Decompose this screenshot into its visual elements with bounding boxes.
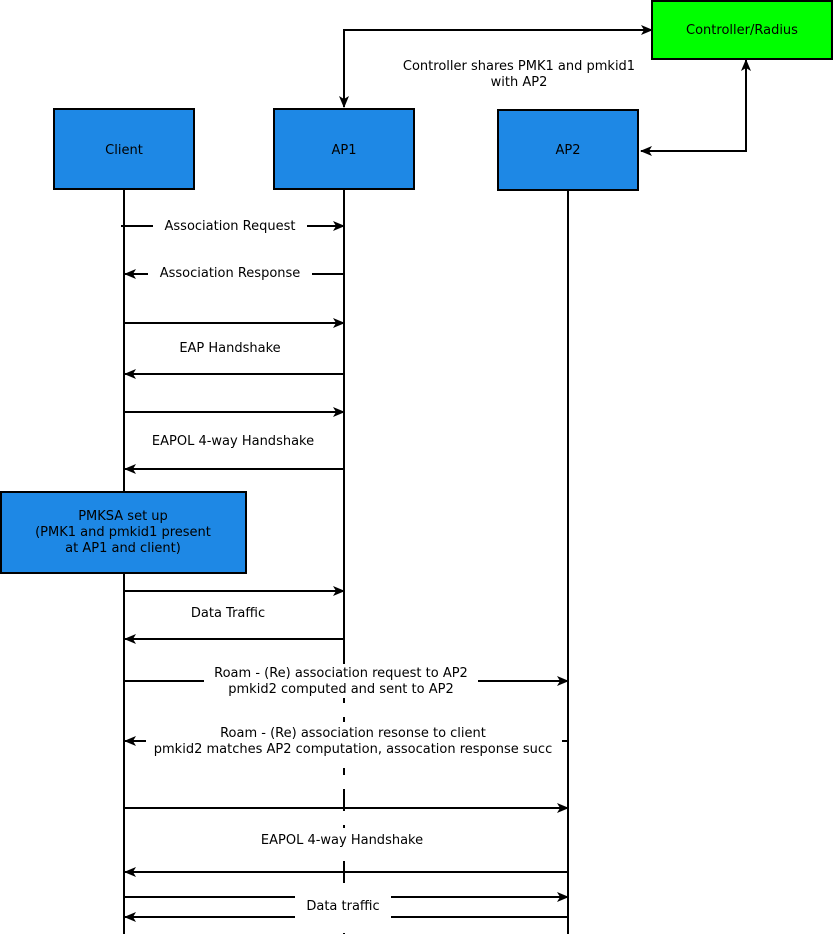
client-label: Client <box>105 143 143 158</box>
eapol2-label: EAPOL 4-way Handshake <box>261 833 423 848</box>
assoc-request-label: Association Request <box>165 219 296 234</box>
controller-box <box>651 0 833 60</box>
roam-request-line2: pmkid2 computed and sent to AP2 <box>228 682 453 697</box>
data-traffic-1-label: Data Traffic <box>191 606 265 621</box>
ap1-box <box>273 108 415 190</box>
assoc-response-label: Association Response <box>160 266 301 281</box>
eapol2-mask <box>258 828 426 850</box>
roam-response-line2: pmkid2 matches AP2 computation, assocati… <box>154 742 552 757</box>
pmksa-line3: at AP1 and client) <box>65 541 181 556</box>
client-actor: Client <box>53 108 195 190</box>
controller-note-line2: with AP2 <box>491 75 548 90</box>
controller-ap2-link <box>640 59 751 156</box>
ap2-label: AP2 <box>555 143 580 158</box>
data-traffic-2-label: Data traffic <box>306 899 379 914</box>
controller-note-line1: Controller shares PMK1 and pmkid1 <box>403 59 635 74</box>
roam-request-line1: Roam - (Re) association request to AP2 <box>214 666 468 681</box>
eapol1-label: EAPOL 4-way Handshake <box>152 434 314 449</box>
ap2-box <box>497 109 639 191</box>
pmksa-line2: (PMK1 and pmkid1 present <box>35 525 211 540</box>
client-box <box>53 108 195 190</box>
controller-ap1-link <box>339 25 653 108</box>
pmksa-line1: PMKSA set up <box>78 509 168 524</box>
controller-actor: Controller/Radius <box>651 0 833 60</box>
roam-response-mask <box>150 722 558 768</box>
pmksa-note: PMKSA set up (PMK1 and pmkid1 present at… <box>0 491 247 574</box>
pmksa-box <box>0 491 247 574</box>
data2-mask <box>298 893 388 919</box>
roam-response-line1: Roam - (Re) association resonse to clien… <box>220 726 486 741</box>
controller-label: Controller/Radius <box>686 23 798 38</box>
ap1-actor: AP1 <box>273 108 415 190</box>
eap-handshake-label: EAP Handshake <box>179 341 280 356</box>
ap1-label: AP1 <box>331 143 356 158</box>
ap2-actor: AP2 <box>497 109 639 191</box>
roam-request-mask <box>210 664 472 698</box>
